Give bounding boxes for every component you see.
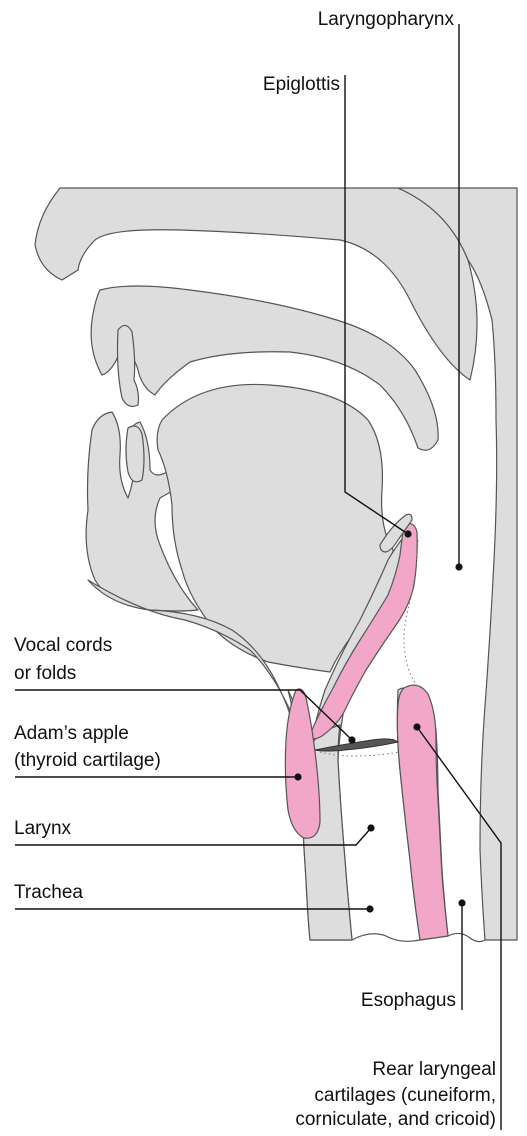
- dot-esophagus: [458, 899, 465, 906]
- thyroid-cartilage: [285, 689, 320, 838]
- label-rear-cartilages-line2: cartilages (cuneiform,: [200, 1084, 496, 1108]
- lower-teeth: [126, 426, 144, 482]
- dot-laryngopharynx: [455, 563, 462, 570]
- dot-adams-apple: [294, 773, 301, 780]
- label-trachea: Trachea: [14, 881, 83, 905]
- label-epiglottis: Epiglottis: [200, 73, 340, 97]
- label-laryngopharynx: Laryngopharynx: [250, 8, 454, 32]
- label-adams-apple-line1: Adam’s apple: [14, 722, 129, 746]
- dot-trachea: [366, 905, 373, 912]
- dot-vocal-cords: [348, 736, 355, 743]
- dot-larynx: [367, 824, 374, 831]
- label-larynx: Larynx: [14, 817, 71, 841]
- label-adams-apple-line2: (thyroid cartilage): [14, 749, 161, 773]
- label-vocal-cords-line2: or folds: [14, 662, 76, 686]
- label-rear-cartilages-line1: Rear laryngeal: [200, 1058, 496, 1082]
- dot-rear-cartilages: [413, 723, 420, 730]
- rear-laryngeal-cartilages: [397, 685, 448, 940]
- label-rear-cartilages-line3: corniculate, and cricoid): [150, 1108, 496, 1132]
- cut-line: [352, 933, 485, 941]
- label-vocal-cords-line1: Vocal cords: [14, 634, 112, 658]
- dot-epiglottis: [404, 530, 411, 537]
- label-esophagus: Esophagus: [300, 989, 456, 1013]
